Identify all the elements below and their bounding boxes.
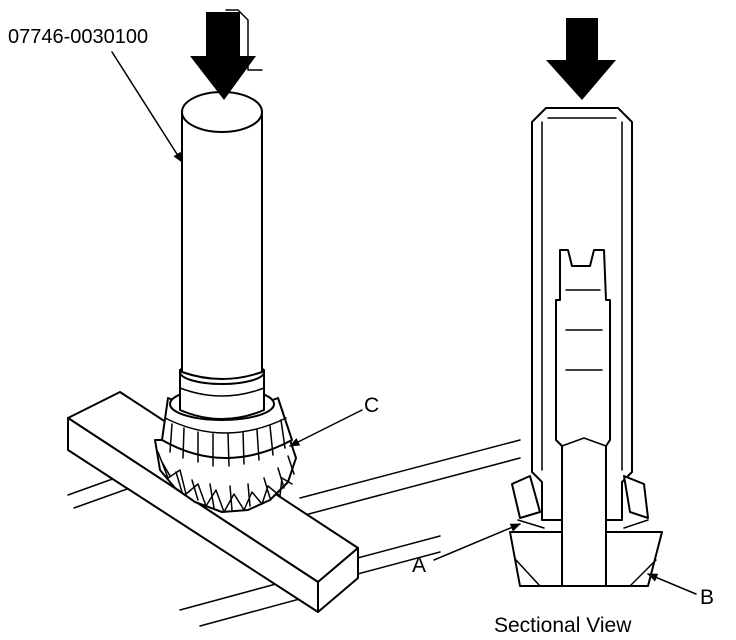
- callout-b: B: [700, 586, 714, 609]
- callout-a: A: [412, 554, 426, 577]
- bearing-rollers-section: [511, 475, 649, 529]
- sectional-view: A B Sectional View: [412, 18, 714, 637]
- callout-c: C: [364, 394, 379, 417]
- pinion-shaft-section: [555, 249, 611, 587]
- support-rails: [67, 439, 521, 627]
- leader-line-tool: [111, 51, 183, 163]
- press-force-arrow-left: [190, 9, 263, 100]
- tool-part-number: 07746-0030100: [8, 26, 148, 48]
- installer-tool: [181, 91, 263, 380]
- pinion-gear: [154, 439, 297, 513]
- leader-line-b: [647, 573, 697, 595]
- leader-line-a: [433, 523, 521, 561]
- sectional-view-caption: Sectional View: [494, 614, 632, 637]
- press-force-arrow-right: [546, 18, 616, 100]
- left-installation-view: 07746-0030100 C: [8, 9, 521, 627]
- leader-line-c: [289, 409, 363, 447]
